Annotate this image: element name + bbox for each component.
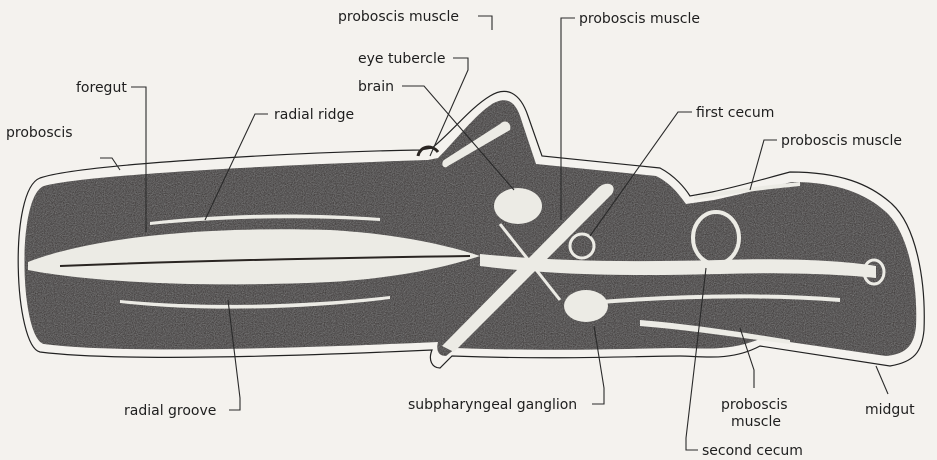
label-brain: brain [358, 79, 394, 95]
leader-proboscis [100, 158, 120, 170]
leader-midgut [876, 366, 888, 394]
label-proboscis-muscle-top-left: proboscis muscle [338, 9, 459, 25]
leader-proboscis-muscle-right [750, 140, 777, 190]
label-proboscis-muscle-right: proboscis muscle [781, 133, 902, 149]
label-midgut: midgut [865, 402, 915, 418]
label-eye-tubercle: eye tubercle [358, 51, 445, 67]
label-radial-groove: radial groove [124, 403, 216, 419]
label-radial-ridge: radial ridge [274, 107, 354, 123]
label-foregut: foregut [76, 80, 127, 96]
label-subpharyngeal-ganglion: subpharyngeal ganglion [408, 397, 577, 413]
ganglion-shape [564, 290, 608, 322]
label-proboscis-muscle-bottom-1: proboscis [721, 397, 788, 413]
label-first-cecum: first cecum [696, 105, 774, 121]
brain-shape [494, 188, 542, 224]
label-second-cecum: second cecum [702, 443, 803, 459]
label-proboscis: proboscis [6, 125, 73, 141]
label-proboscis-muscle-bottom-2: muscle [731, 414, 781, 430]
eye-tubercle-shape [418, 147, 438, 156]
leader-proboscis-muscle-top-left [478, 16, 492, 30]
label-proboscis-muscle-top-center: proboscis muscle [579, 11, 700, 27]
